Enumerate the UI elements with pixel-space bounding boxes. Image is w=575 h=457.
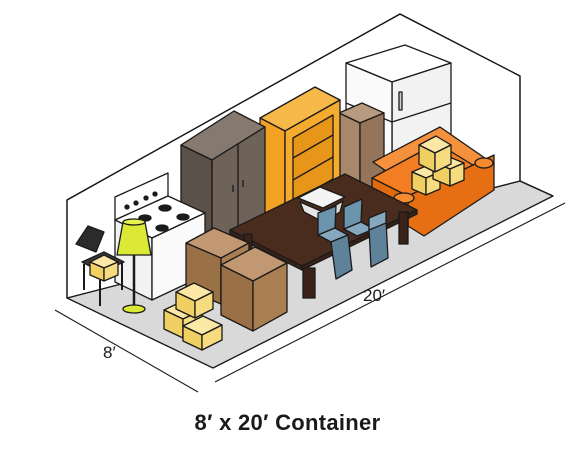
dining-chairs — [317, 198, 389, 280]
container-title: 8′ x 20′ Container — [194, 410, 381, 435]
chair-box — [89, 254, 119, 282]
couch-boxes — [411, 135, 465, 196]
width-label: 8′ — [103, 343, 116, 362]
length-dimension-line — [214, 202, 566, 383]
container-right-edge — [519, 180, 554, 197]
container-illustration: 8′ 20′ — [54, 13, 566, 393]
yellow-boxes — [163, 282, 223, 351]
floor-lamp — [116, 218, 152, 314]
cardboard-boxes — [185, 227, 288, 332]
container-outline — [66, 13, 521, 298]
width-dimension-line — [54, 309, 199, 393]
length-label: 20′ — [363, 286, 385, 305]
